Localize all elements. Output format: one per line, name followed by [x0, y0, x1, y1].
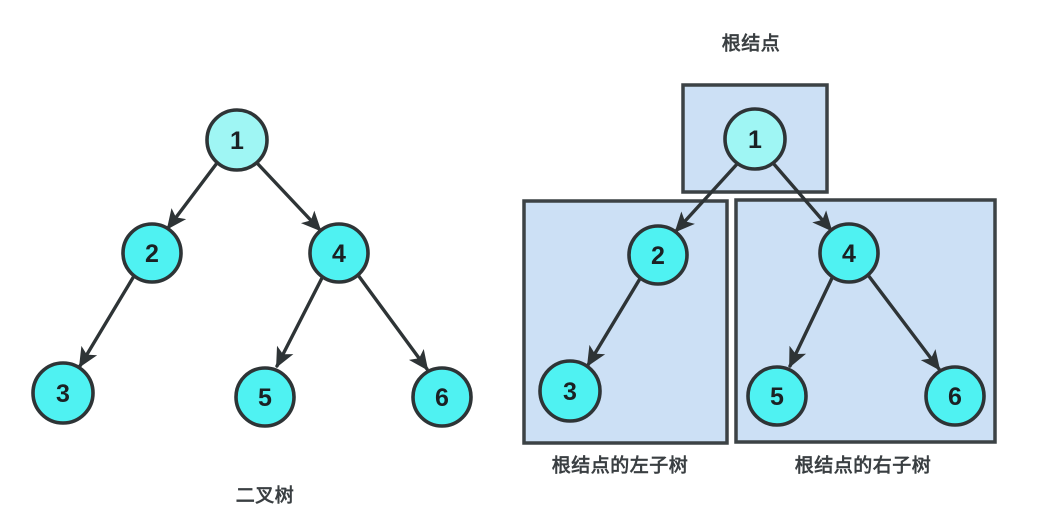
subtree-node-1[interactable]: 1 [723, 107, 787, 171]
subtree-node-2[interactable]: 2 [627, 224, 689, 286]
tree-node-3[interactable]: 3 [31, 361, 95, 425]
captions-group: 二叉树 根结点 根结点的左子树 根结点的右子树 [236, 32, 932, 507]
node-circle [818, 222, 880, 284]
tree-node-1[interactable]: 1 [205, 108, 269, 172]
left-tree-edges [78, 161, 429, 371]
node-label: 5 [258, 384, 272, 412]
subtree-node-3[interactable]: 3 [538, 359, 602, 423]
node-circle [234, 366, 296, 428]
node-circle [121, 222, 183, 284]
node-label: 1 [230, 127, 244, 155]
node-circle [924, 365, 986, 427]
caption-left-subtree: 根结点的左子树 [552, 454, 689, 477]
caption-binary-tree: 二叉树 [236, 484, 295, 507]
tree-node-6[interactable]: 6 [411, 366, 473, 428]
node-circle [205, 108, 269, 172]
node-label: 1 [748, 126, 762, 154]
node-label: 3 [56, 380, 70, 408]
edge-4-to-6 [356, 273, 429, 371]
node-circle [538, 359, 602, 423]
node-label: 5 [770, 383, 784, 411]
right-tree-nodes: 1 2 3 4 5 6 [538, 107, 986, 427]
edge-4-to-6 [866, 273, 941, 371]
subtree-node-4[interactable]: 4 [818, 222, 880, 284]
subtree-node-6[interactable]: 6 [924, 365, 986, 427]
edge-2-to-3 [586, 275, 643, 367]
node-label: 2 [145, 240, 159, 268]
node-circle [411, 366, 473, 428]
tree-node-5[interactable]: 5 [234, 366, 296, 428]
node-label: 2 [651, 242, 665, 270]
tree-node-4[interactable]: 4 [308, 222, 370, 284]
edge-2-to-3 [78, 274, 136, 368]
node-label: 4 [332, 240, 346, 268]
node-circle [308, 222, 370, 284]
caption-root-node: 根结点 [722, 32, 781, 55]
node-label: 6 [435, 384, 449, 412]
node-circle [31, 361, 95, 425]
edge-1-to-2 [166, 161, 219, 230]
edge-4-to-5 [275, 274, 325, 368]
left-tree-nodes: 1 2 3 4 5 6 [31, 108, 473, 428]
node-circle [746, 365, 808, 427]
node-circle [627, 224, 689, 286]
node-circle [723, 107, 787, 171]
tree-node-2[interactable]: 2 [121, 222, 183, 284]
edge-root-to-left [674, 161, 740, 233]
caption-right-subtree: 根结点的右子树 [795, 454, 932, 477]
edge-4-to-5 [788, 274, 835, 368]
node-label: 3 [563, 378, 577, 406]
node-label: 6 [948, 383, 962, 411]
node-label: 4 [842, 240, 856, 268]
right-tree-edges [586, 161, 941, 371]
edge-1-to-4 [255, 161, 322, 232]
subtree-node-5[interactable]: 5 [746, 365, 808, 427]
edge-root-to-right [771, 161, 833, 232]
